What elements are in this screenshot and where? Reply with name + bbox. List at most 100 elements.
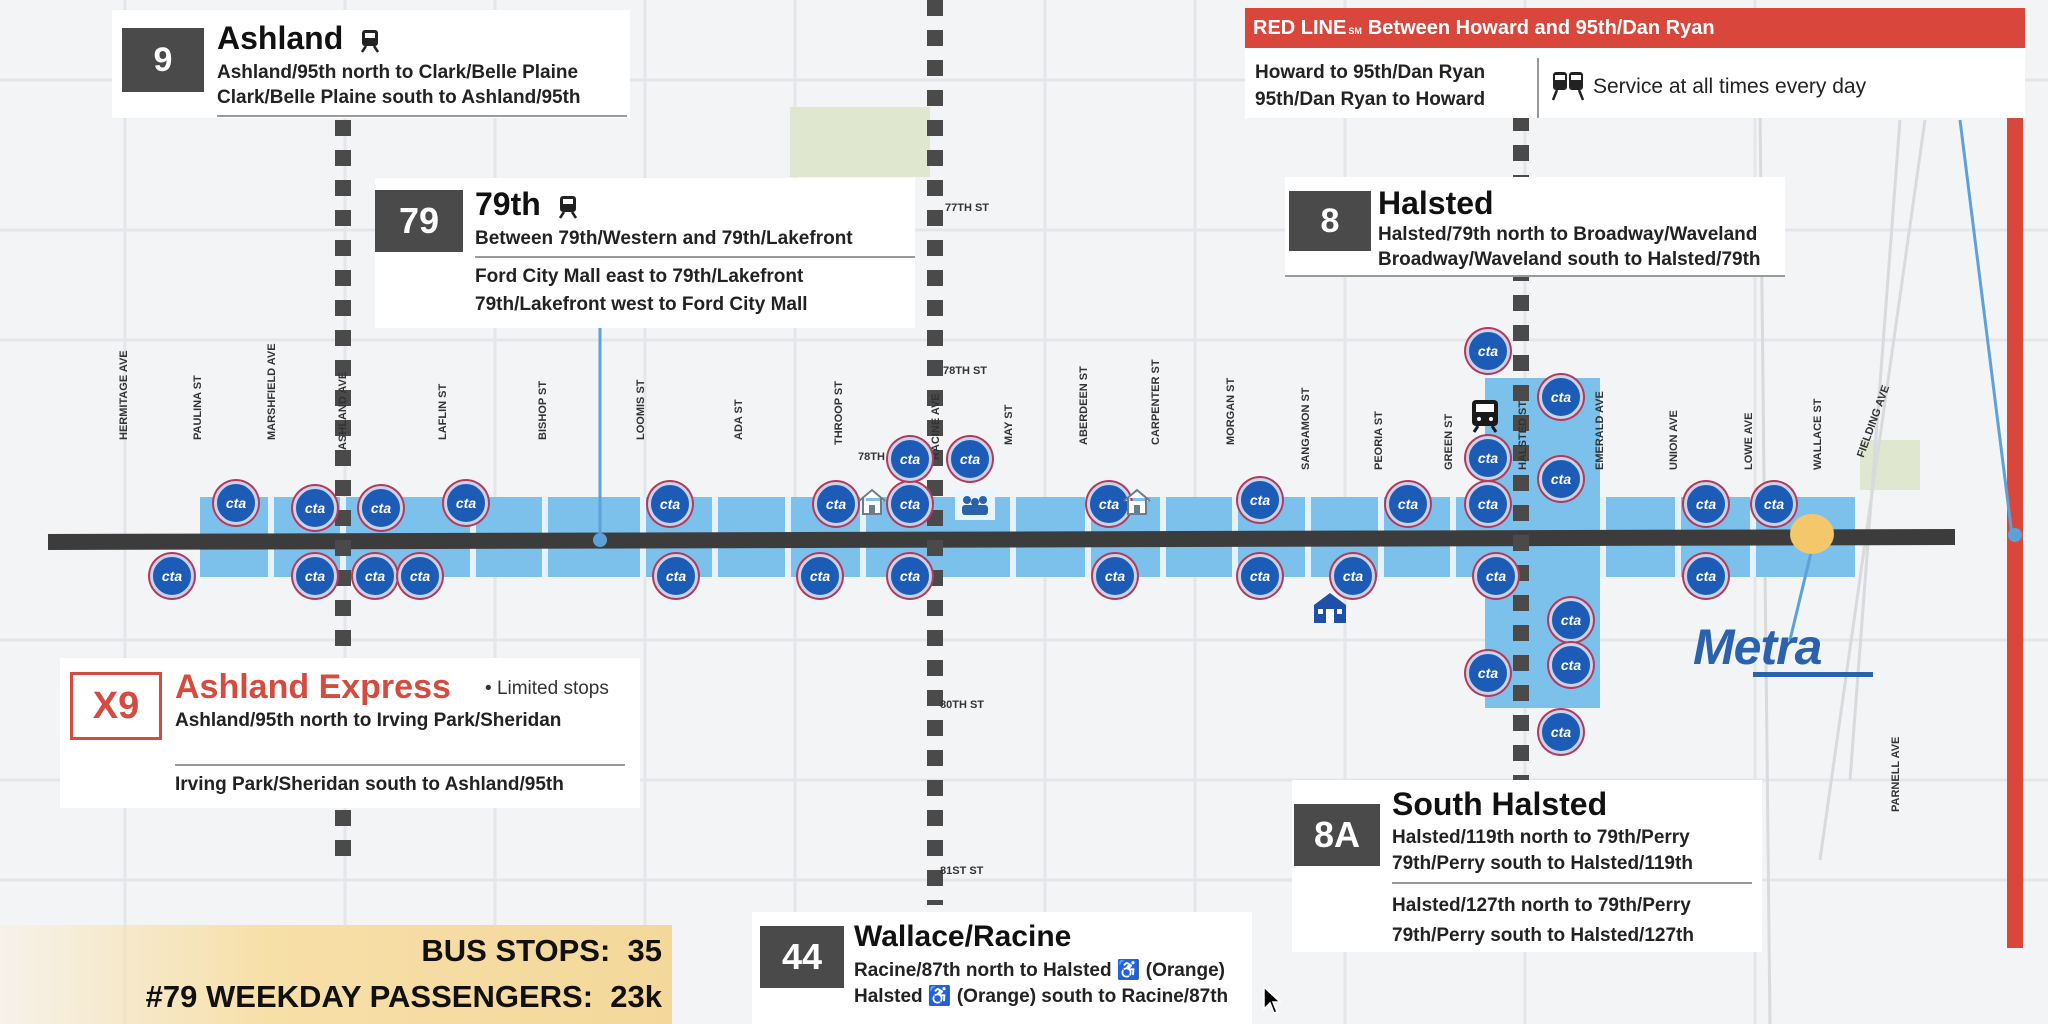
cta-logo: cta — [959, 451, 981, 467]
cta-logo: cta — [1477, 496, 1499, 512]
cta-logo: cta — [409, 568, 431, 584]
red-line-trademark: SM — [1348, 26, 1362, 36]
route-number: 44 — [760, 926, 844, 988]
street-label: EMERALD AVE — [1594, 391, 1606, 470]
house-icon — [1123, 488, 1151, 515]
cta-stop[interactable]: cta — [293, 486, 337, 530]
cta-logo: cta — [161, 568, 183, 584]
route-direction: Clark/Belle Plaine south to Ashland/95th — [217, 87, 581, 108]
cta-logo: cta — [1098, 496, 1120, 512]
cta-logo: cta — [825, 496, 847, 512]
route-direction: Halsted ♿ (Orange) south to Racine/87th — [854, 986, 1229, 1007]
divider — [175, 764, 625, 766]
79th-street-road — [47, 529, 1956, 550]
cta-logo: cta — [899, 568, 921, 584]
cta-stop[interactable]: cta — [1752, 482, 1796, 526]
cta-stop[interactable]: cta — [1238, 478, 1282, 522]
cta-stop[interactable]: cta — [359, 486, 403, 530]
cta-stop[interactable]: cta — [888, 482, 932, 526]
route-direction: 79th/Perry south to Halsted/119th — [1392, 853, 1693, 874]
cta-logo: cta — [455, 495, 477, 511]
cta-stop[interactable]: cta — [1466, 436, 1510, 480]
cta-stop[interactable]: cta — [814, 482, 858, 526]
cta-stop[interactable]: cta — [398, 554, 442, 598]
cta-stop[interactable]: cta — [648, 482, 692, 526]
cta-stop[interactable]: cta — [1331, 554, 1375, 598]
cta-logo: cta — [659, 496, 681, 512]
cta-stop[interactable]: cta — [1684, 554, 1728, 598]
cta-stop[interactable]: cta — [1087, 482, 1131, 526]
cta-stop[interactable]: cta — [1093, 554, 1137, 598]
cta-logo: cta — [899, 451, 921, 467]
stat-value: 23k — [610, 979, 662, 1014]
house-icon — [858, 488, 886, 515]
red-line-title: RED LINE — [1253, 17, 1347, 39]
street-label: BISHOP ST — [537, 380, 549, 440]
cta-stop[interactable]: cta — [654, 554, 698, 598]
route-direction: 95th/Dan Ryan to Howard — [1255, 89, 1486, 110]
cta-stop[interactable]: cta — [948, 437, 992, 481]
street-label: SANGAMON ST — [1300, 387, 1312, 471]
route-name: Ashland — [217, 20, 344, 56]
stats-panel: BUS STOPS: 35 #79 WEEKDAY PASSENGERS: 23… — [0, 925, 672, 1024]
cta-logo: cta — [1477, 665, 1499, 681]
street-label: 81ST ST — [940, 865, 984, 877]
route-name: Ashland Express — [175, 668, 451, 706]
route-name: 79th — [475, 186, 541, 222]
route-9-card[interactable]: 9 Ashland Ashland/95th north to Clark/Be… — [112, 10, 630, 118]
stat-label: #79 WEEKDAY PASSENGERS: — [145, 979, 594, 1014]
street-label: MAY ST — [1003, 404, 1015, 445]
cta-logo: cta — [370, 500, 392, 516]
cta-logo: cta — [1695, 568, 1717, 584]
cta-logo: cta — [809, 568, 831, 584]
route-79-card[interactable]: 79 79th Between 79th/Western and 79th/La… — [375, 178, 915, 328]
bus-stops-stat: BUS STOPS: 35 — [421, 933, 662, 969]
cta-stop[interactable]: cta — [214, 481, 258, 525]
cta-logo: cta — [304, 568, 326, 584]
cta-stop[interactable]: cta — [444, 481, 488, 525]
cta-stop[interactable]: cta — [1539, 375, 1583, 419]
cta-logo: cta — [225, 495, 247, 511]
cta-logo: cta — [364, 568, 386, 584]
cta-stop[interactable]: cta — [888, 437, 932, 481]
cta-stop[interactable]: cta — [1549, 643, 1593, 687]
cta-logo: cta — [1485, 568, 1507, 584]
cta-stop[interactable]: cta — [1474, 554, 1518, 598]
cta-stop[interactable]: cta — [293, 554, 337, 598]
street-label: 77TH ST — [945, 202, 990, 214]
cta-stop[interactable]: cta — [1386, 482, 1430, 526]
train-icon — [360, 30, 380, 53]
cta-stop[interactable]: cta — [1466, 651, 1510, 695]
cta-logo: cta — [899, 496, 921, 512]
cta-stop[interactable]: cta — [1466, 482, 1510, 526]
cta-logo: cta — [304, 500, 326, 516]
cta-stop[interactable]: cta — [888, 554, 932, 598]
route-8-card[interactable]: 8 Halsted Halsted/79th north to Broadway… — [1285, 177, 1785, 277]
cta-logo: cta — [1249, 568, 1271, 584]
cta-stop[interactable]: cta — [1549, 598, 1593, 642]
cta-stop[interactable]: cta — [1466, 329, 1510, 373]
route-direction: 79th/Lakefront west to Ford City Mall — [475, 294, 808, 315]
street-label: 78TH ST — [943, 365, 988, 377]
street-label: HALSTED ST — [1517, 400, 1529, 470]
route-44-card[interactable]: 44 Wallace/Racine Racine/87th north to H… — [752, 912, 1252, 1024]
metra-logo-text: Metra — [1693, 619, 1822, 675]
cta-logo: cta — [1342, 568, 1364, 584]
cta-stop[interactable]: cta — [1238, 554, 1282, 598]
cta-stop[interactable]: cta — [1539, 457, 1583, 501]
cta-stop[interactable]: cta — [353, 554, 397, 598]
metra-logo: Metra — [1693, 618, 1883, 678]
route-8a-card[interactable]: 8A South Halsted Halsted/119th north to … — [1292, 780, 1762, 952]
cta-stop[interactable]: cta — [150, 554, 194, 598]
cta-stop[interactable]: cta — [1684, 482, 1728, 526]
cta-logo: cta — [1477, 450, 1499, 466]
cta-stop[interactable]: cta — [798, 554, 842, 598]
route-number: 9 — [122, 28, 204, 92]
79th-pointer-dot — [593, 533, 607, 547]
route-direction: Ashland/95th north to Irving Park/Sherid… — [175, 710, 562, 731]
divider — [475, 256, 915, 258]
cta-stop[interactable]: cta — [1539, 710, 1583, 754]
route-x9-card[interactable]: X9 Ashland Express • Limited stops Ashla… — [60, 658, 640, 808]
red-line-service: Service at all times every day — [1593, 75, 1867, 98]
